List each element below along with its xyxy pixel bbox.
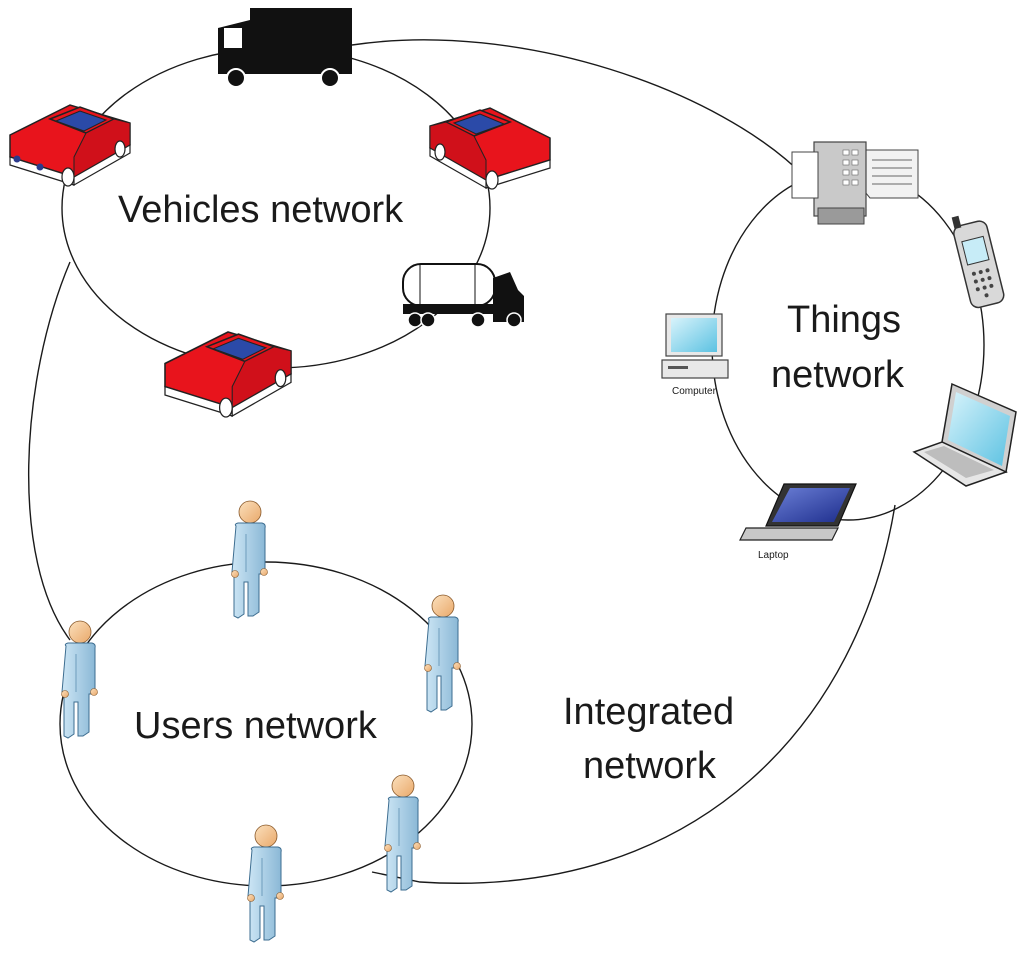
things-network-label-line1: Things	[787, 299, 901, 341]
computer-icon: Computer	[661, 313, 729, 397]
person-icon	[424, 594, 461, 713]
integrated-network-label-line2: network	[583, 745, 717, 787]
fax-machine-icon	[791, 141, 919, 225]
laptop-icon: Laptop	[739, 483, 857, 561]
red-car-right-icon	[429, 107, 551, 190]
integrated-network-loop	[27, 39, 896, 884]
tanker-truck-icon	[402, 263, 524, 328]
laptop-label: Laptop	[758, 550, 789, 561]
computer-label: Computer	[672, 386, 717, 397]
integrated-network-label-line1: Integrated	[563, 691, 734, 733]
users-network-label: Users network	[134, 705, 378, 747]
mobile-phone-icon	[951, 215, 1005, 309]
vehicles-network-label: Vehicles network	[118, 189, 404, 231]
things-network-label-line2: network	[771, 354, 905, 396]
red-car-left-icon	[9, 104, 131, 187]
person-icon	[61, 620, 98, 739]
delivery-truck-icon	[218, 8, 352, 88]
red-car-bottom-icon	[164, 331, 292, 418]
person-icon	[384, 774, 421, 893]
person-icon	[247, 824, 284, 943]
person-icon	[231, 500, 268, 619]
laptop-open-icon	[912, 382, 1017, 487]
